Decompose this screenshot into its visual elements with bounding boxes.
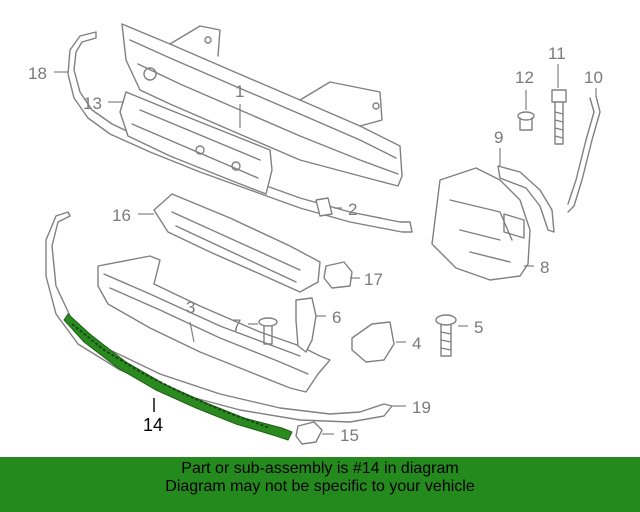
callout-9: 9 [494, 128, 503, 147]
part-5-bolt [435, 314, 457, 357]
callout-8: 8 [540, 258, 549, 277]
part-6-bracket [295, 297, 317, 353]
leader-lines [54, 64, 597, 435]
callout-4: 4 [412, 334, 421, 353]
callout-6: 6 [332, 308, 341, 327]
callout-7: 7 [232, 316, 241, 335]
callout-17: 17 [364, 270, 383, 289]
callout-2: 2 [348, 200, 357, 219]
part-11-bolt [551, 89, 567, 145]
part-9-bracket [497, 165, 555, 233]
part-8-housing [431, 167, 531, 281]
callout-10: 10 [584, 68, 603, 87]
part-14-lower-grille [63, 313, 293, 441]
callout-5: 5 [474, 318, 483, 337]
notice-banner: Part or sub-assembly is #14 in diagram D… [0, 457, 640, 512]
part-4-bracket [351, 321, 395, 363]
part-7-screw [258, 317, 278, 345]
callout-15: 15 [340, 426, 359, 445]
callout-12: 12 [515, 68, 534, 87]
callout-labels: 18 13 1 2 16 17 3 7 6 4 5 8 9 10 11 12 1… [28, 44, 603, 445]
callout-1: 1 [235, 82, 244, 101]
banner-line-1: Part or sub-assembly is #14 in diagram [181, 460, 459, 477]
part-16-air-deflector [153, 193, 321, 293]
callout-11: 11 [548, 44, 566, 63]
parts-diagram: 18 13 1 2 16 17 3 7 6 4 5 8 9 10 11 12 1… [28, 23, 603, 445]
banner-line-2: Diagram may not be specific to your vehi… [165, 478, 475, 495]
part-10-support-rod [567, 95, 601, 213]
part-17-bracket [323, 261, 353, 289]
part-3-lower-bracket [97, 255, 331, 393]
callout-16: 16 [112, 206, 131, 225]
part-12-bolt [517, 111, 535, 131]
part-1-reinforcement-beam [121, 23, 403, 187]
callout-13: 13 [83, 94, 102, 113]
part-2-clip [315, 197, 333, 217]
callout-3: 3 [186, 298, 195, 317]
part-13-energy-absorber [119, 91, 273, 195]
part-15-plug [295, 421, 323, 445]
callout-19: 19 [412, 398, 431, 417]
callout-14: 14 [143, 415, 163, 435]
part-18-upper-trim [67, 31, 413, 233]
callout-18: 18 [28, 64, 47, 83]
